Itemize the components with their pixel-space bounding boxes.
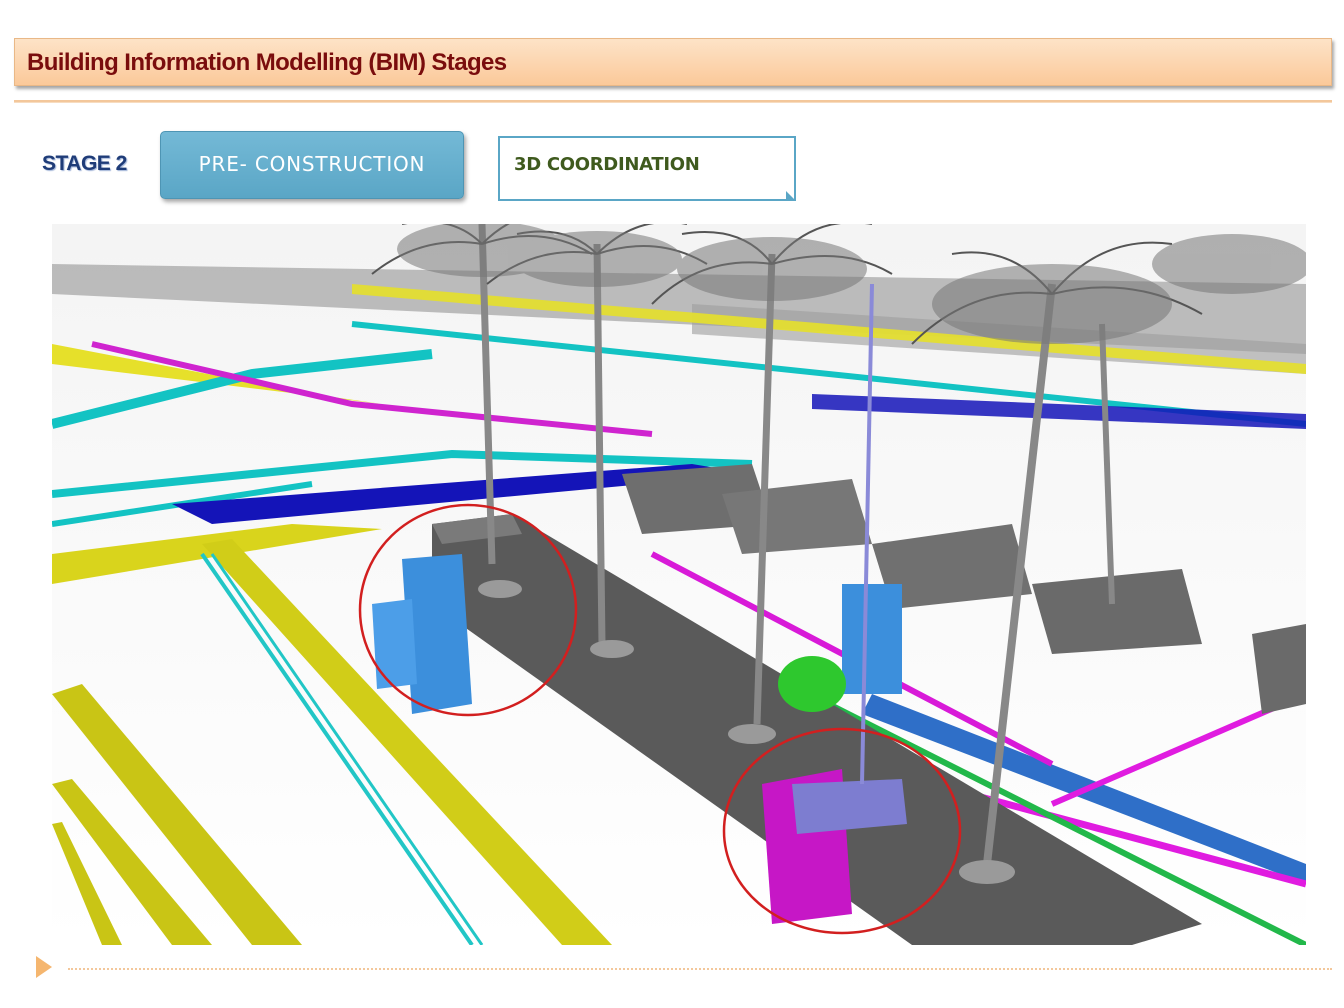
clash-highlight-circle (722, 727, 962, 935)
stage-label: STAGE 2 (42, 152, 127, 175)
footer-arrow-icon (36, 956, 52, 978)
clash-highlight-circle (358, 503, 578, 717)
activity-label: 3D COORDINATION (514, 154, 700, 175)
title-divider (14, 100, 1332, 103)
bim-model-render (52, 224, 1306, 945)
activity-box: 3D COORDINATION (498, 136, 796, 201)
footer-divider (68, 968, 1332, 970)
folded-corner (786, 191, 796, 201)
page-title: Building Information Modelling (BIM) Sta… (27, 49, 507, 76)
phase-label: PRE- CONSTRUCTION (198, 152, 426, 176)
title-bar: Building Information Modelling (BIM) Sta… (14, 38, 1332, 86)
phase-box: PRE- CONSTRUCTION (160, 131, 464, 199)
bim-model-illustration (52, 224, 1306, 945)
